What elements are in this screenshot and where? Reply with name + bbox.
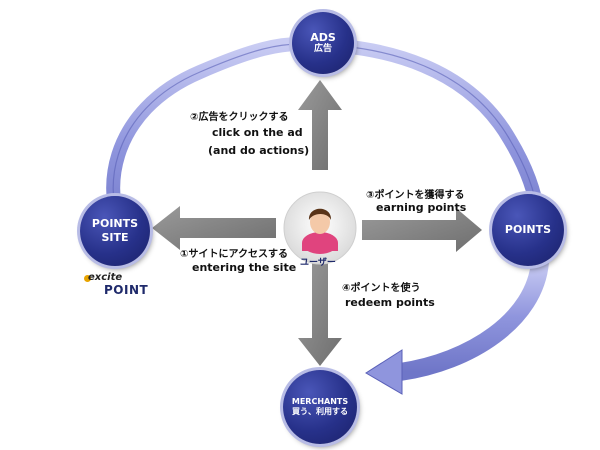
node-merchants-label-jp: 買う、利用する [292, 407, 348, 416]
node-merchants-label-en: MERCHANTS [291, 397, 349, 406]
step-1-jp: ①サイトにアクセスする [180, 249, 288, 260]
step-2-jp: ②広告をクリックする [190, 112, 289, 123]
step-2-en-line1: click on the ad [212, 126, 303, 139]
logo-bottom-text: POINT [104, 283, 149, 297]
node-ads-label-jp: 広告 [313, 44, 332, 55]
step-2-en-line2: (and do actions) [208, 144, 310, 157]
step-1-en: entering the site [192, 261, 297, 274]
node-points-site-line1: POINTS [91, 217, 139, 231]
user-avatar-icon [283, 191, 357, 265]
node-ads-label-en: ADS [310, 30, 336, 44]
node-points-site-line2: SITE [101, 231, 129, 244]
logo-top-text: excite [88, 272, 123, 283]
logo-dot [84, 275, 91, 282]
points-to-merchants-curve [398, 260, 549, 381]
excite-point-logo: excite POINT [84, 272, 154, 298]
node-points-label: POINTS [504, 223, 552, 237]
node-points-site: POINTS SITE [80, 196, 150, 266]
points-to-merchants-arrowhead [365, 349, 403, 395]
arrow-right-to-points [362, 208, 482, 252]
step-4-en: redeem points [345, 296, 435, 309]
node-merchants: MERCHANTS 買う、利用する [283, 370, 357, 444]
step-3-en: earning points [376, 201, 467, 214]
arrow-down-to-merchants [298, 262, 342, 366]
arrow-up-to-ads [298, 80, 342, 170]
arrow-left-to-site [152, 206, 276, 250]
step-4-jp: ④ポイントを使う [342, 283, 421, 294]
node-points: POINTS [492, 194, 564, 266]
user-label: ユーザー [300, 258, 336, 268]
node-ads: ADS 広告 [292, 12, 354, 74]
step-3-jp: ③ポイントを獲得する [366, 190, 465, 201]
